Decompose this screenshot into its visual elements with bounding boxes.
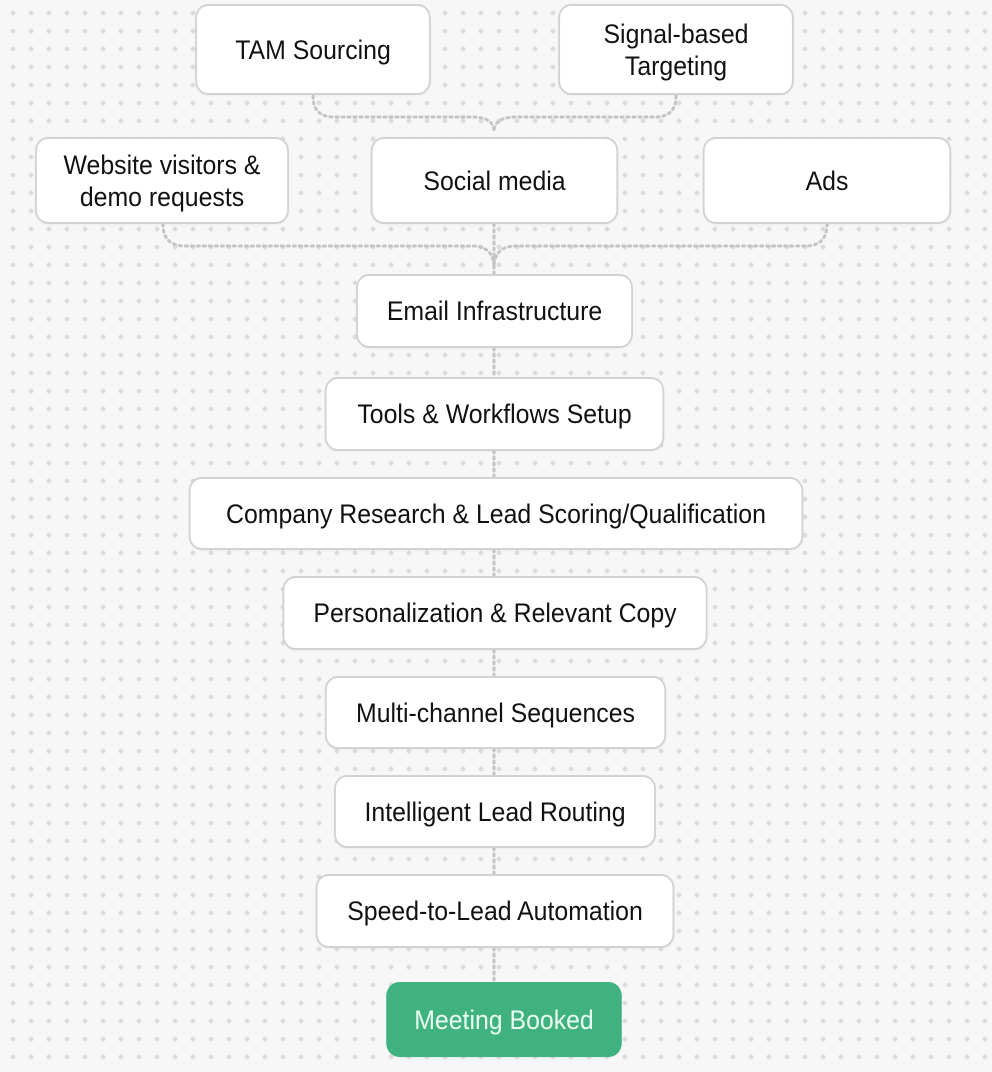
multichannel-sequences-label: Multi-channel Sequences bbox=[356, 697, 635, 728]
signal-targeting-node: Signal-based Targeting bbox=[558, 4, 794, 95]
signal-targeting-label: Signal-based Targeting bbox=[603, 18, 749, 81]
company-research-label: Company Research & Lead Scoring/Qualific… bbox=[226, 498, 766, 529]
multichannel-sequences-node: Multi-channel Sequences bbox=[324, 676, 667, 749]
social-media-node: Social media bbox=[370, 137, 619, 224]
tools-workflows-node: Tools & Workflows Setup bbox=[324, 377, 665, 451]
speed-to-lead-label: Speed-to-Lead Automation bbox=[347, 896, 643, 926]
website-visitors-node: Website visitors & demo requests bbox=[35, 137, 289, 224]
lead-routing-label: Intelligent Lead Routing bbox=[364, 796, 626, 827]
tam-sourcing-label: TAM Sourcing bbox=[235, 34, 391, 65]
company-research-node: Company Research & Lead Scoring/Qualific… bbox=[188, 477, 804, 550]
ads-node: Ads bbox=[702, 137, 952, 224]
ads-label: Ads bbox=[805, 165, 849, 196]
meeting-booked-node: Meeting Booked bbox=[386, 982, 622, 1057]
meeting-booked-label: Meeting Booked bbox=[414, 1004, 594, 1035]
email-infrastructure-label: Email Infrastructure bbox=[386, 296, 603, 326]
personalization-label: Personalization & Relevant Copy bbox=[313, 598, 677, 628]
speed-to-lead-node: Speed-to-Lead Automation bbox=[315, 874, 675, 948]
social-media-label: Social media bbox=[423, 165, 566, 196]
website-visitors-label: Website visitors & demo requests bbox=[63, 149, 261, 212]
tam-sourcing-node: TAM Sourcing bbox=[195, 4, 431, 95]
email-infrastructure-node: Email Infrastructure bbox=[356, 274, 633, 348]
personalization-node: Personalization & Relevant Copy bbox=[282, 576, 708, 650]
tools-workflows-label: Tools & Workflows Setup bbox=[357, 399, 632, 429]
lead-routing-node: Intelligent Lead Routing bbox=[334, 775, 656, 848]
